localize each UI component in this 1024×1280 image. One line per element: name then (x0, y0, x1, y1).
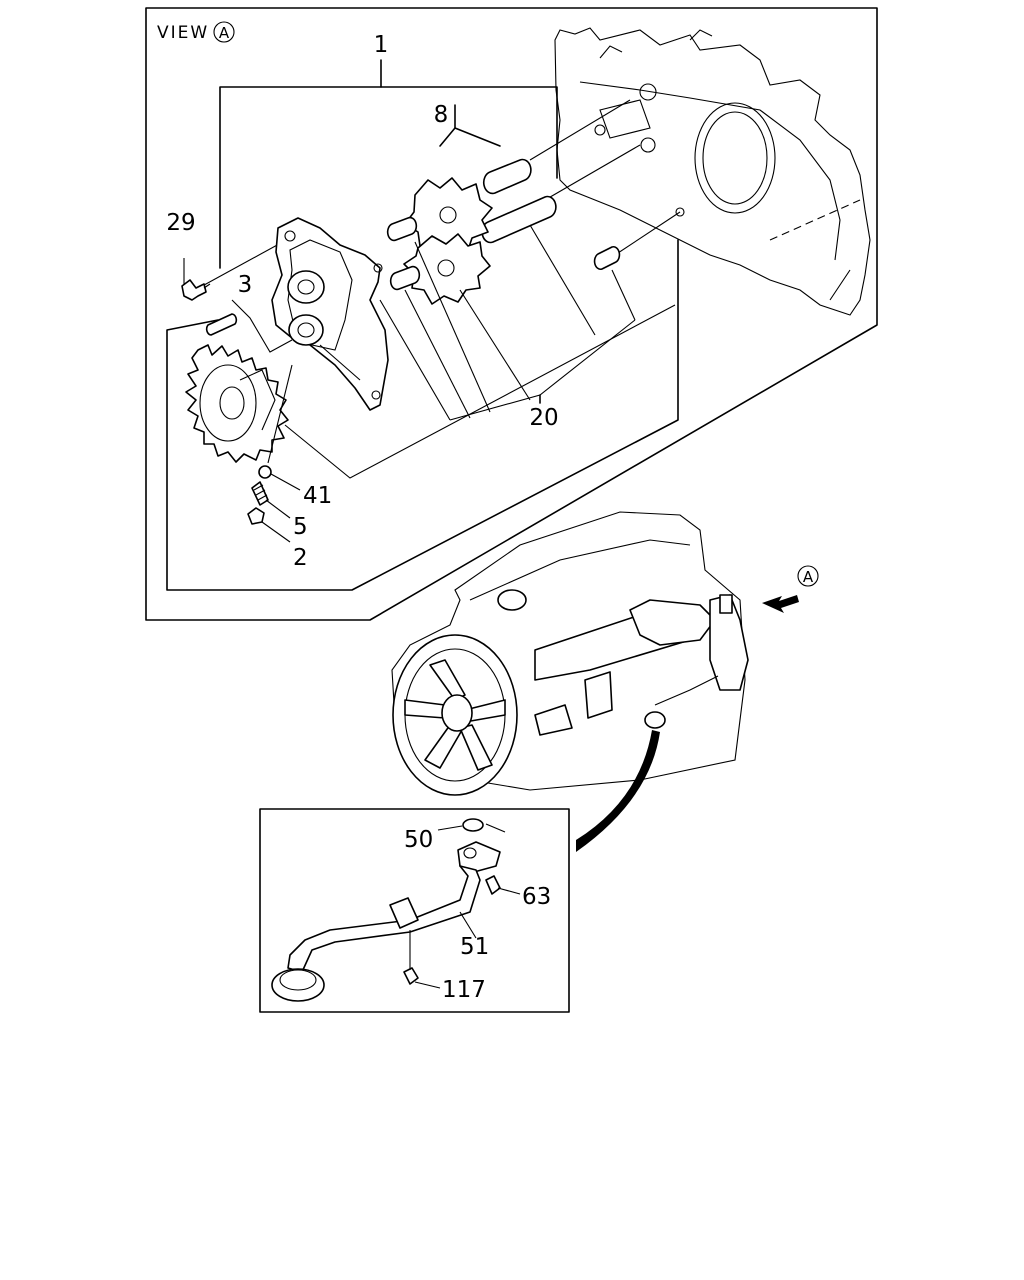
callout-view-marker: A (803, 568, 814, 586)
pump-rotors (379, 177, 636, 421)
callout-1: 1 (374, 32, 389, 58)
callout-41: 41 (303, 483, 332, 509)
assembly-bracket (166, 59, 679, 591)
oil-strainer-detail (259, 808, 570, 1013)
engine-assembly (391, 511, 749, 796)
callout-63: 63 (522, 884, 551, 910)
callout-51: 51 (460, 934, 489, 960)
callout-labels: 1 8 29 3 20 41 5 2 50 63 51 117 (166, 32, 558, 1003)
callout-29: 29 (166, 210, 195, 236)
oil-pump-body (271, 217, 389, 411)
view-label-circle (213, 21, 235, 43)
flange-bolt (181, 258, 211, 301)
callout-117: 117 (442, 977, 486, 1003)
callout-50: 50 (404, 827, 433, 853)
callout-20: 20 (529, 405, 558, 431)
callout-3: 3 (238, 272, 253, 298)
pump-drive-gear (185, 304, 676, 479)
view-a-panel: VIEW A (145, 7, 878, 621)
cylinder-block-outline (554, 27, 871, 316)
view-label-prefix: VIEW (157, 23, 209, 43)
dowel-pins (439, 104, 557, 244)
callout-5: 5 (293, 514, 308, 540)
view-marker-circle (797, 565, 819, 587)
o-ring (462, 818, 484, 832)
callout-2: 2 (293, 545, 308, 571)
detail-pointer (576, 730, 660, 852)
relief-valve-parts (247, 465, 301, 543)
detail-leaders (414, 825, 521, 989)
locating-pin (205, 299, 293, 353)
callout-8: 8 (434, 102, 449, 128)
view-label-letter: A (219, 24, 230, 42)
alignment-lines (194, 99, 681, 291)
view-direction-arrow: A (762, 565, 819, 613)
